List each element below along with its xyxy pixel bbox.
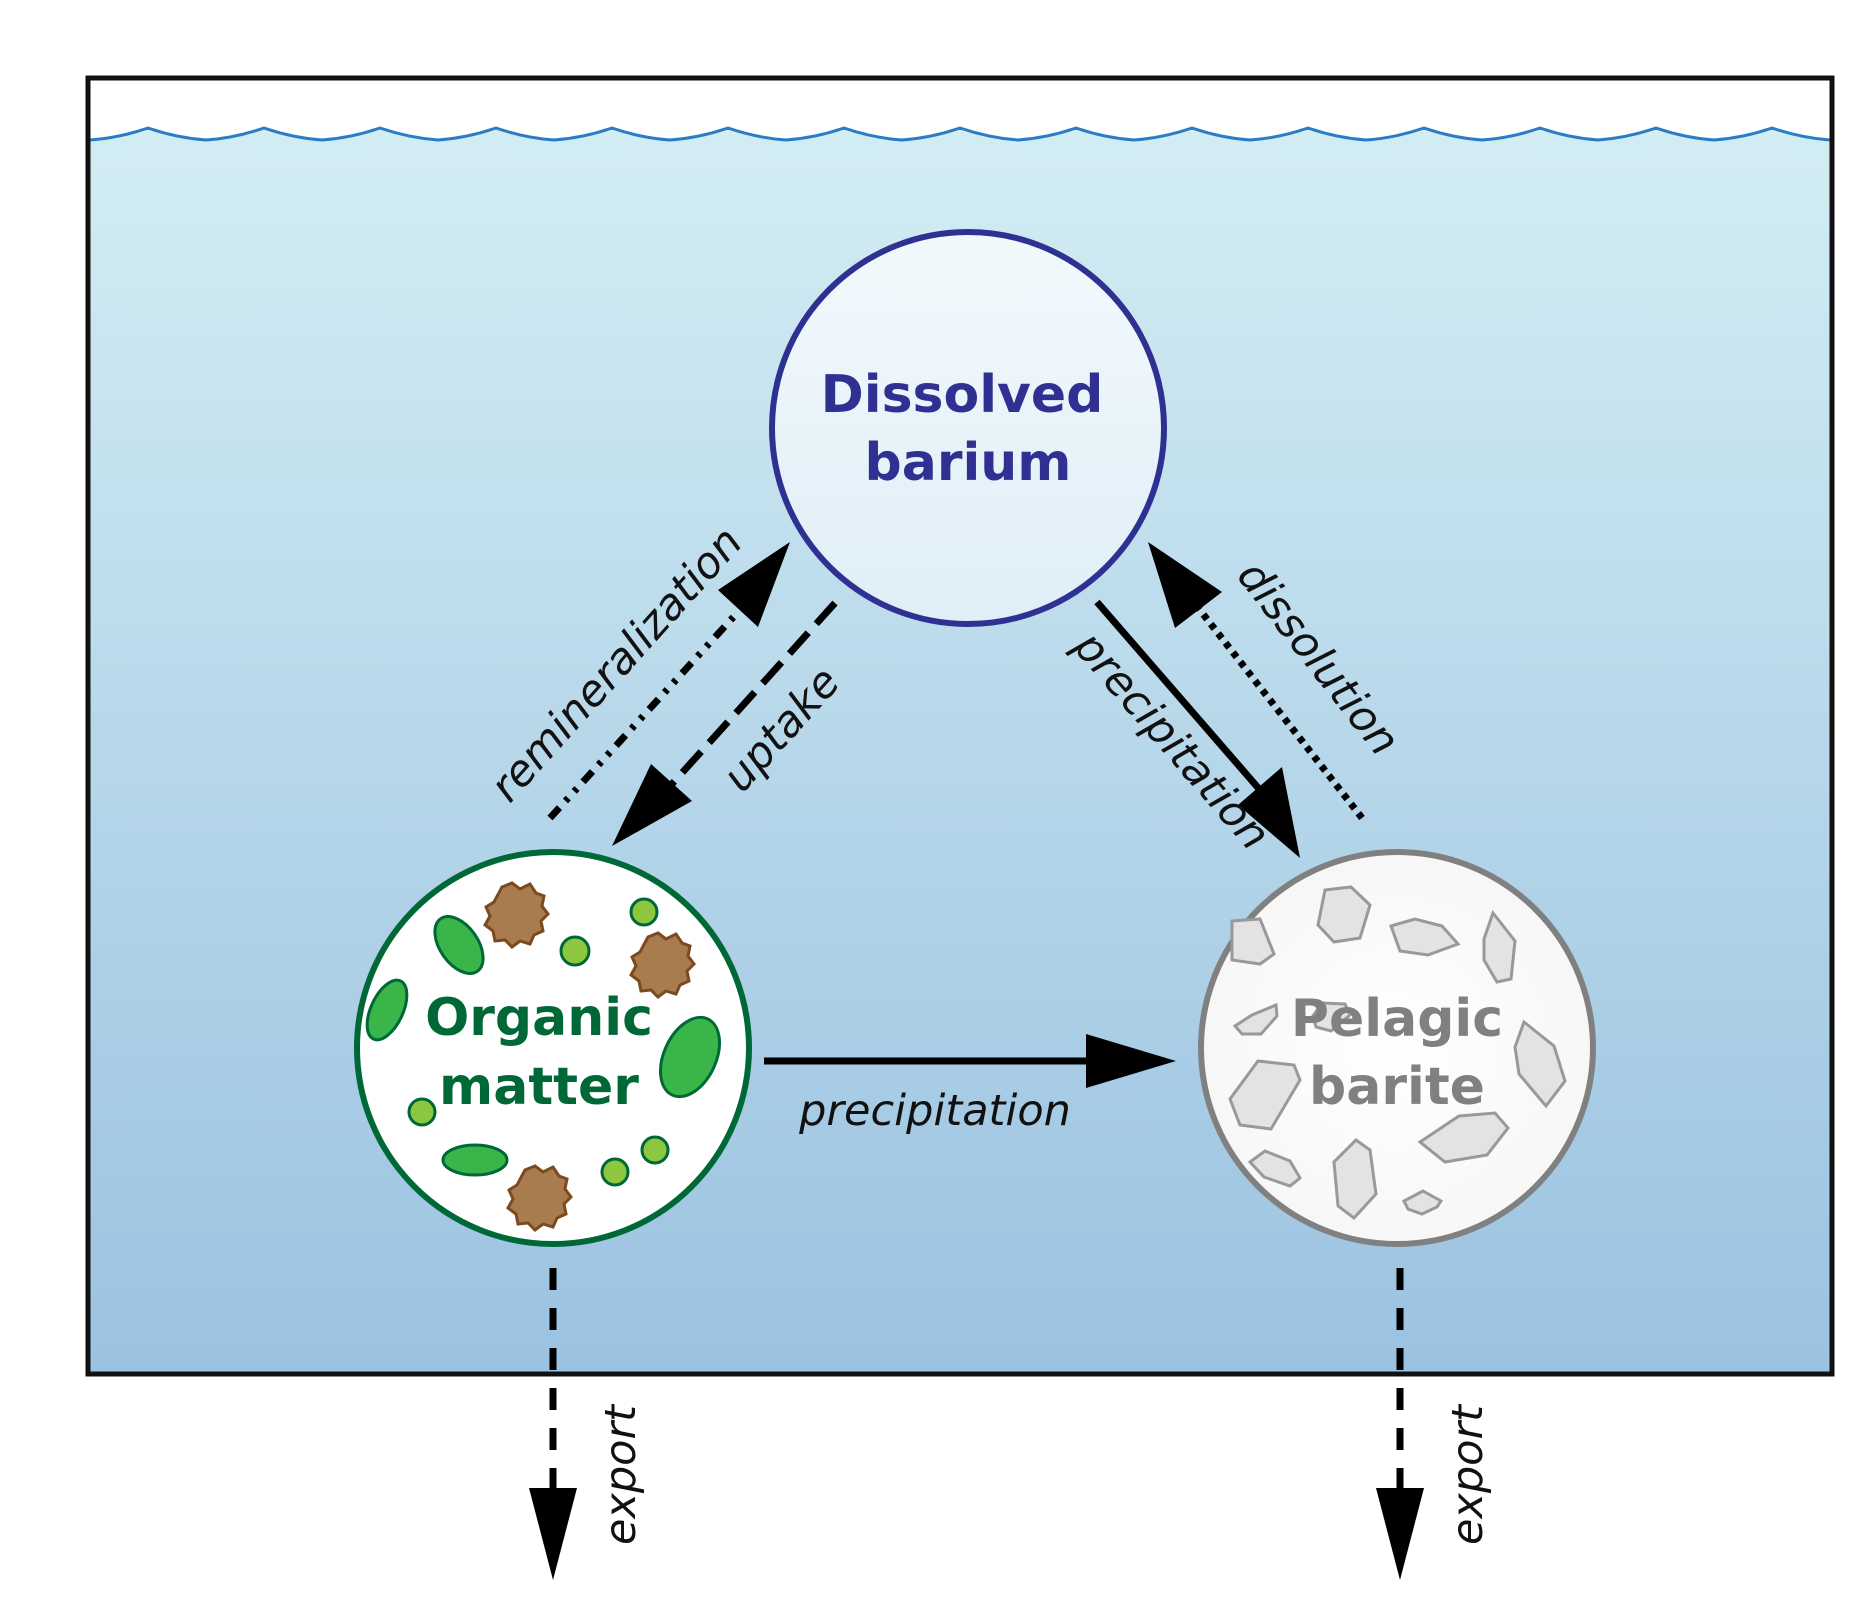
remineralization-arrow [547,609,741,821]
organic-particles [365,897,722,1187]
detritus-icon [483,881,550,949]
barite-crystals [1228,885,1567,1221]
green-cell-icon [365,978,409,1042]
crystal-icon [1332,1138,1378,1221]
dissolved-barium-label-line2: barium [865,433,1072,493]
ocean-box-border [85,75,1835,1377]
remineralization-arrowhead [718,542,790,627]
dissolved-barium-circle [769,229,1167,627]
dissolved-barium-label-line1: Dissolved [821,365,1104,425]
precipitation-horizontal-label: precipitation [798,1086,1071,1136]
export-barite-label: export [1443,1403,1493,1545]
crystal-icon [1230,917,1276,966]
precipitation-diag-arrowhead [1238,767,1300,858]
organic-matter-label-line1: Organic [425,988,653,1048]
lime-cell-icon [640,1135,670,1165]
lime-cell-icon [629,897,659,927]
crystal-icon [1402,1189,1444,1216]
precipitation-horizontal-arrowhead [1086,1034,1176,1088]
crystal-icon [1232,1002,1279,1036]
export-organic-arrowhead [529,1488,577,1580]
lime-cell-icon [559,935,591,967]
detritus-icon [506,1164,573,1232]
water-surface-wave [89,126,1831,142]
crystal-icon [1417,1111,1510,1164]
detritus-particles [483,881,696,1232]
arrowheads [529,542,1424,1580]
dissolved-barium-node: Dissolved barium [769,229,1167,627]
detritus-icon [629,931,696,999]
uptake-arrowhead [612,764,692,846]
process-arrows [547,599,1404,1500]
crystal-icon [1247,1149,1302,1188]
crystal-icon [1513,1019,1567,1109]
uptake-arrow [669,600,838,787]
crystal-icon [1389,917,1461,957]
organic-matter-node: Organic matter [354,849,752,1247]
pelagic-barite-label-line1: Pelagic [1291,989,1503,1049]
green-cell-icon [658,1015,722,1099]
lime-cell-icon [600,1157,630,1187]
organic-matter-label-line2: matter [439,1057,639,1117]
dissolution-arrow [1193,602,1365,821]
export-barite-arrowhead [1376,1488,1424,1580]
crystal-icon [1228,1059,1302,1131]
green-cell-icon [433,915,485,975]
precipitation-diag-arrow [1094,599,1263,793]
lime-cell-icon [407,1097,437,1127]
green-cell-icon [441,1143,509,1177]
dissolution-arrowhead [1148,542,1222,628]
pelagic-barite-label-line2: barite [1309,1057,1485,1117]
export-organic-label: export [596,1403,646,1545]
pelagic-barite-node: Pelagic barite [1198,849,1596,1247]
crystal-icon [1311,1001,1352,1033]
crystal-icon [1316,885,1372,944]
crystal-icon [1482,909,1517,984]
